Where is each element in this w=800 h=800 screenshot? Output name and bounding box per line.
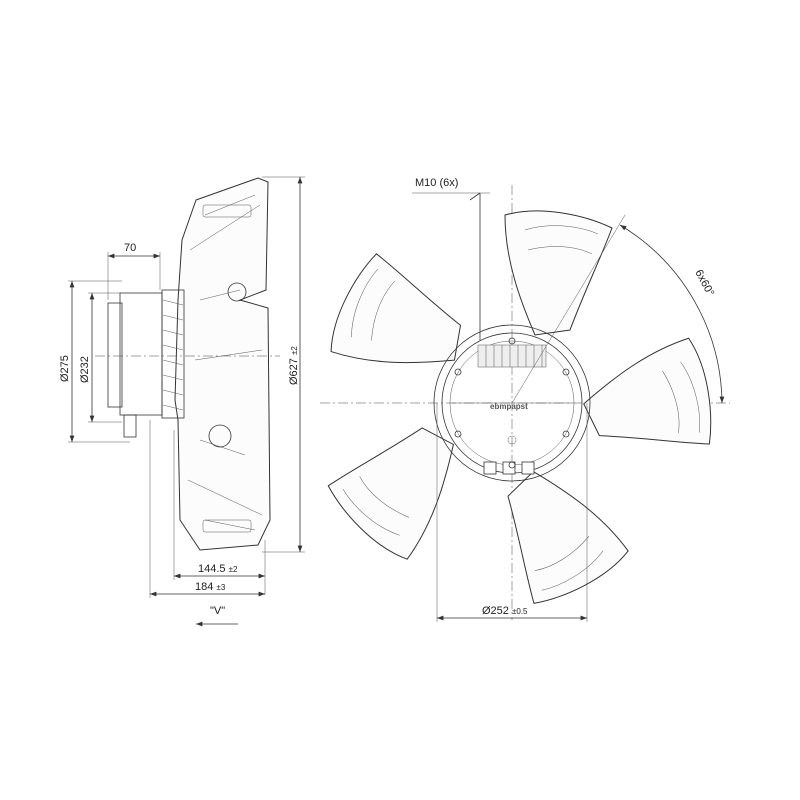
cooling-fins (477, 344, 547, 368)
svg-text:Ø627 ±2: Ø627 ±2 (288, 346, 300, 385)
hub-outer-ring (433, 324, 591, 482)
fan-blade (504, 210, 613, 336)
fan-blade (330, 253, 462, 364)
airflow-v-label: "V" (210, 605, 225, 617)
side-blade-profile (174, 177, 271, 551)
angle-arc (619, 224, 725, 404)
fan-blades (327, 210, 712, 604)
svg-text:184 ±3: 184 ±3 (195, 581, 226, 593)
side-view: 70 Ø275 Ø232 Ø627 ±2 144.5 ±2 184 (59, 176, 305, 627)
dim-252-label: Ø252 (482, 605, 509, 617)
dim-144-5-label: 144.5 (198, 563, 226, 575)
dim-184-tolerance: ±3 (216, 583, 225, 592)
thread-label: M10 (6x) (415, 177, 458, 189)
dim-184-label: 184 (195, 581, 213, 593)
dim-252-tolerance: ±0.5 (512, 607, 528, 616)
svg-text:144.5 ±2: 144.5 ±2 (198, 563, 238, 575)
dim-627-tolerance: ±2 (290, 346, 299, 355)
dim-144-5-tolerance: ±2 (229, 565, 238, 574)
svg-text:Ø252 ±0.5: Ø252 ±0.5 (482, 605, 528, 617)
ebmpapst-logo: ebmpapst (490, 402, 528, 411)
dim-627-label: Ø627 (288, 358, 300, 385)
dim-275-label: Ø275 (59, 355, 71, 382)
angle-label: 6x60° (692, 268, 716, 299)
fan-blade (583, 337, 712, 445)
dim-70-label: 70 (124, 242, 136, 254)
dim-232-label: Ø232 (79, 356, 91, 383)
fan-blade (507, 470, 629, 604)
cable-glands (483, 461, 535, 475)
front-view: ebmpapst M10 (6x) 6x60° Ø252 ±0.5 (320, 177, 730, 622)
fan-blade (327, 427, 454, 560)
side-motor-housing (119, 292, 163, 416)
mounting-holes (454, 337, 570, 469)
